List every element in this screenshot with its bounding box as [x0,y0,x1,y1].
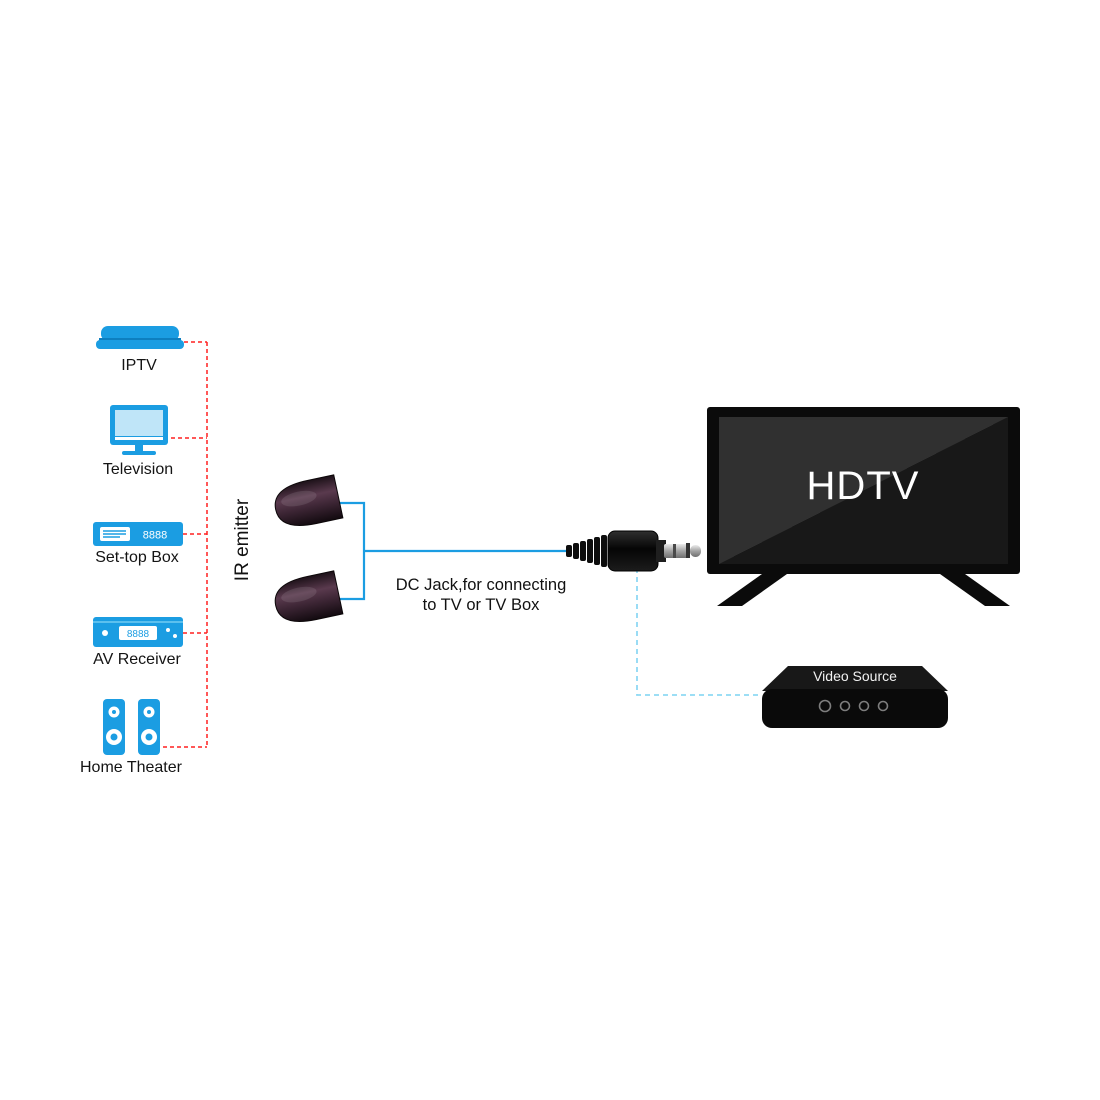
home-theater-icon [101,697,163,764]
settop-display: 8888 [143,530,167,542]
ir-emitter-bottom [274,570,344,622]
ir-emitter-top [274,474,344,526]
home-theater-label: Home Theater [80,759,182,776]
tv-right-leg [940,574,1010,606]
video-source-ports [818,699,889,713]
av-receiver-icon: 8888 [93,617,183,653]
av-receiver-label: AV Receiver [93,651,181,668]
audio-jack [566,530,701,572]
jack-caption: DC Jack,for connecting to TV or TV Box [366,575,596,615]
television-icon [107,404,171,463]
video-source-box [762,666,948,728]
television-label: Television [102,461,174,478]
av-display: 8888 [127,629,150,640]
tv-left-leg [717,574,787,606]
hdtv [707,407,1020,606]
cyan-dashed-connector [636,568,760,696]
video-source-label: Video Source [813,668,897,684]
jack-caption-line1: DC Jack,for connecting [395,576,567,594]
ir-emitter-label: IR emitter [232,498,253,582]
settop-box-icon: 8888 [93,522,183,552]
iptv-label: IPTV [121,357,157,374]
jack-caption-line2: to TV or TV Box [422,596,540,614]
iptv-icon [96,324,184,359]
signal-wire [334,501,572,601]
hdtv-label: HDTV [806,464,920,508]
settop-box-label: Set-top Box [95,549,179,566]
red-dashed-connector [163,341,208,748]
